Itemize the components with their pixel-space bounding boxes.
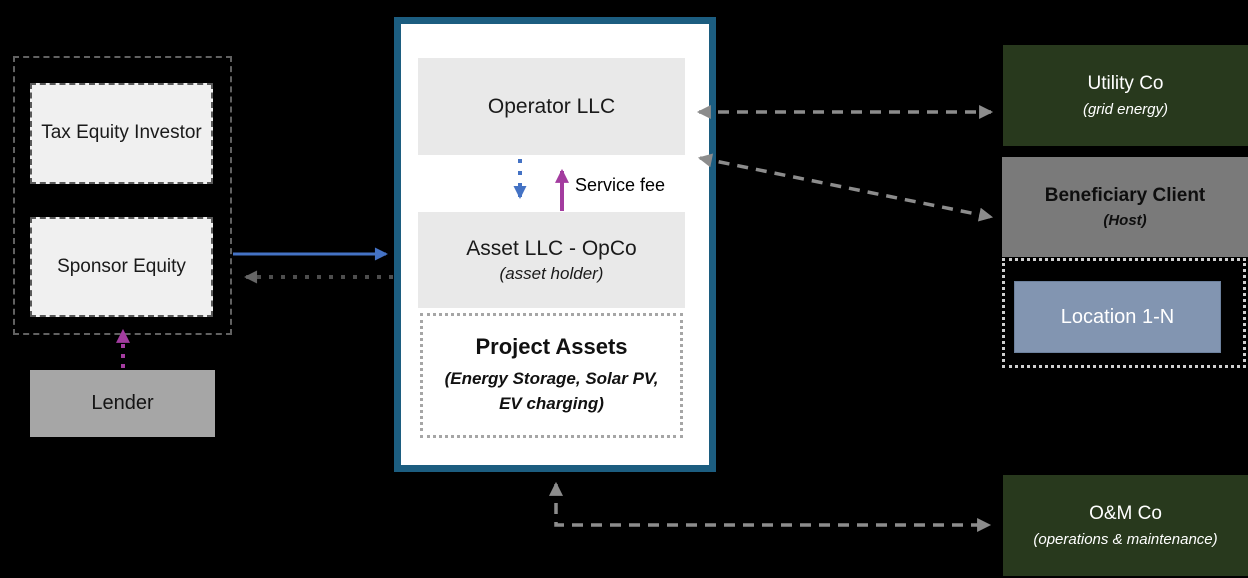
- location-label: Location 1-N: [1060, 305, 1175, 328]
- service-fee-label: Service fee: [575, 175, 666, 195]
- lender-box: Lender: [30, 370, 215, 437]
- location-box: Location 1-N: [1014, 281, 1221, 353]
- operator-llc-label: Operator LLC: [487, 94, 616, 118]
- asset-llc-label: Asset LLC - OpCo: [466, 237, 637, 261]
- utility-co-label: Utility Co: [1087, 73, 1164, 94]
- beneficiary-client-subtitle: (Host): [1103, 212, 1147, 229]
- tax-equity-investor-label: Tax Equity Investor: [41, 122, 202, 144]
- tax-equity-investor-box: Tax Equity Investor: [30, 83, 213, 184]
- utility-co-box: Utility Co (grid energy): [1003, 45, 1248, 146]
- asset-llc-box: Asset LLC - OpCo (asset holder): [418, 212, 685, 308]
- om-co-label: O&M Co: [1089, 503, 1162, 524]
- sponsor-equity-label: Sponsor Equity: [57, 255, 186, 277]
- om-co-box: O&M Co (operations & maintenance): [1003, 475, 1248, 576]
- beneficiary-client-label: Beneficiary Client: [1044, 184, 1206, 206]
- om-spv-arrow: [549, 481, 992, 532]
- operator-beneficiary-arrow: [697, 153, 994, 222]
- sponsor-equity-box: Sponsor Equity: [30, 217, 213, 317]
- project-assets-box: Project Assets (Energy Storage, Solar PV…: [420, 313, 683, 438]
- location-group-outline: [1002, 258, 1246, 368]
- asset-llc-subtitle: (asset holder): [499, 263, 604, 283]
- utility-co-subtitle: (grid energy): [1082, 100, 1169, 118]
- operator-llc-box: Operator LLC: [418, 58, 685, 155]
- om-co-subtitle: (operations & maintenance): [1033, 530, 1218, 548]
- lender-label: Lender: [91, 392, 154, 414]
- project-assets-label: Project Assets: [475, 333, 628, 359]
- beneficiary-client-box: Beneficiary Client (Host): [1002, 157, 1248, 257]
- project-assets-subtitle: (Energy Storage, Solar PV, EV charging): [444, 368, 659, 413]
